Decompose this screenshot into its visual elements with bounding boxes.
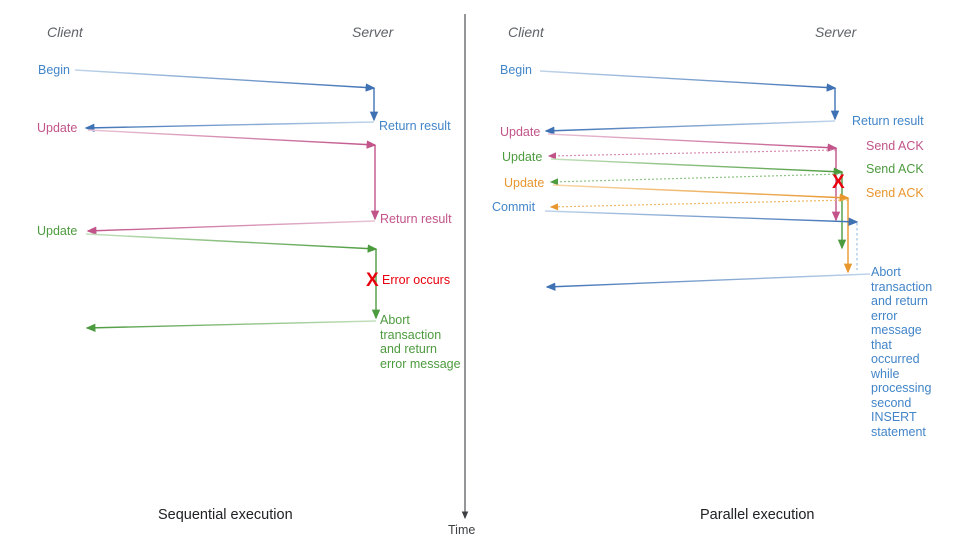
right-panel-caption: Parallel execution xyxy=(700,507,815,523)
right-server-label-send-ack-1: Send ACK xyxy=(866,139,924,153)
left-client-label-update-1: Update xyxy=(37,121,78,135)
left-panel-caption: Sequential execution xyxy=(158,507,293,523)
arrow-update-1-request xyxy=(87,129,377,149)
arrow-return-result-1 xyxy=(84,121,375,133)
arrow-abort-return-left xyxy=(85,320,377,332)
arrow-commit-request xyxy=(544,210,859,226)
right-client-label-begin: Begin xyxy=(500,63,532,77)
right-actor-client: Client xyxy=(508,24,544,40)
right-client-label-commit: Commit xyxy=(492,200,536,214)
right-server-label-send-ack-2: Send ACK xyxy=(866,162,924,176)
left-error-x-icon: X xyxy=(366,270,379,291)
arrow-update-2-request xyxy=(85,233,378,253)
right-client-label-update-2: Update xyxy=(502,150,543,164)
arrow-update-1-request-parallel xyxy=(547,133,838,152)
arrow-send-ack-2-dotted xyxy=(549,173,843,186)
left-actor-server: Server xyxy=(352,24,394,40)
right-server-label-return-result: Return result xyxy=(852,114,924,128)
right-actor-server: Server xyxy=(815,24,857,40)
right-client-label-update-3: Update xyxy=(504,176,545,190)
left-server-label-return-result-1: Return result xyxy=(379,119,451,133)
arrow-return-result-parallel xyxy=(544,120,836,135)
left-client-label-update-2: Update xyxy=(37,224,78,238)
arrow-update-3-request-parallel xyxy=(552,184,850,202)
left-client-label-begin: Begin xyxy=(38,63,70,77)
right-client-label-update-1: Update xyxy=(500,125,541,139)
left-actor-client: Client xyxy=(47,24,83,40)
arrow-return-result-2 xyxy=(86,220,376,235)
time-axis-label: Time xyxy=(448,523,476,537)
arrow-begin-request-parallel xyxy=(539,70,837,92)
arrow-update-2-request-parallel xyxy=(550,158,844,176)
left-server-label-abort-message: Abort transaction and return error messa… xyxy=(380,313,461,371)
left-panel-arrows xyxy=(74,69,381,332)
arrow-begin-request xyxy=(74,69,376,92)
arrow-send-ack-1-dotted xyxy=(547,149,837,160)
left-server-label-return-result-2: Return result xyxy=(380,212,452,226)
right-panel-arrows xyxy=(539,70,871,291)
right-error-x-icon: X xyxy=(832,172,845,193)
left-server-label-error-occurs: Error occurs xyxy=(382,273,451,287)
right-server-label-send-ack-3: Send ACK xyxy=(866,186,924,200)
arrow-abort-return-parallel xyxy=(545,273,871,291)
arrow-send-ack-3-dotted xyxy=(549,199,849,211)
right-server-label-abort-message: Abort transaction and return error messa… xyxy=(871,265,933,439)
